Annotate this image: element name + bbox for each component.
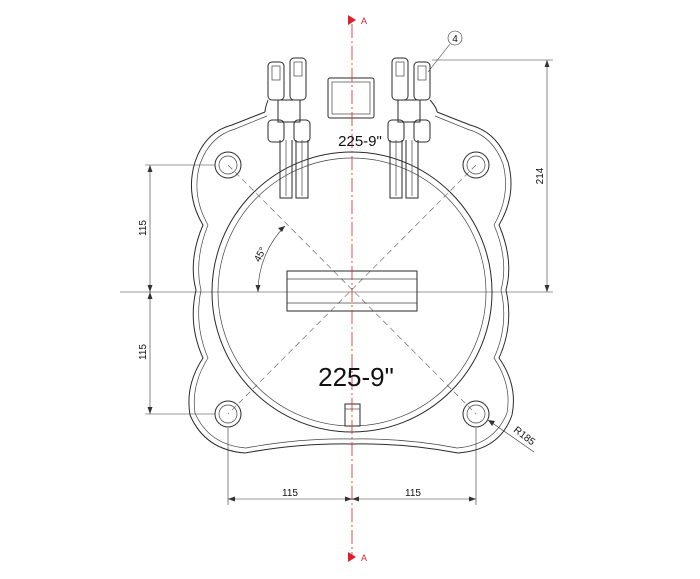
hinge-right xyxy=(387,57,431,199)
section-arrow-bottom xyxy=(348,552,356,562)
callout-balloon xyxy=(447,30,463,46)
radius-arrow xyxy=(488,420,495,426)
section-label-top: A xyxy=(361,16,367,26)
bottom-lug xyxy=(344,403,361,427)
top-square xyxy=(327,77,375,119)
callout-number: 4 xyxy=(452,34,458,45)
flange-outline xyxy=(188,111,514,454)
bolt-hole-bottom-right xyxy=(462,400,490,428)
section-arrow-top xyxy=(348,15,356,25)
hinge-bridge xyxy=(264,99,438,113)
dim-vertical-upper: 115 xyxy=(138,220,149,236)
hinge-left xyxy=(267,57,311,199)
size-label-upper: 225-9" xyxy=(338,133,382,150)
dim-height-right: 214 xyxy=(535,167,546,184)
bolt-hole-top-right xyxy=(462,151,490,179)
dimension-bottom xyxy=(227,428,477,505)
dim-angle: 45° xyxy=(252,246,269,265)
section-label-bottom: A xyxy=(361,553,367,563)
angle-arrow-1 xyxy=(255,285,261,292)
dim-vertical-lower: 115 xyxy=(138,344,149,360)
top-square-inner xyxy=(331,81,371,115)
dimension-left xyxy=(145,164,215,415)
angle-arc xyxy=(257,225,286,293)
callout-leader xyxy=(427,43,451,73)
dim-horizontal-right: 115 xyxy=(405,488,421,499)
radius-leader xyxy=(487,419,535,453)
dim-horizontal-left: 115 xyxy=(282,488,298,499)
dimension-right xyxy=(432,59,553,292)
angle-arrow-2 xyxy=(278,226,285,232)
size-label-main: 225-9" xyxy=(318,362,394,392)
